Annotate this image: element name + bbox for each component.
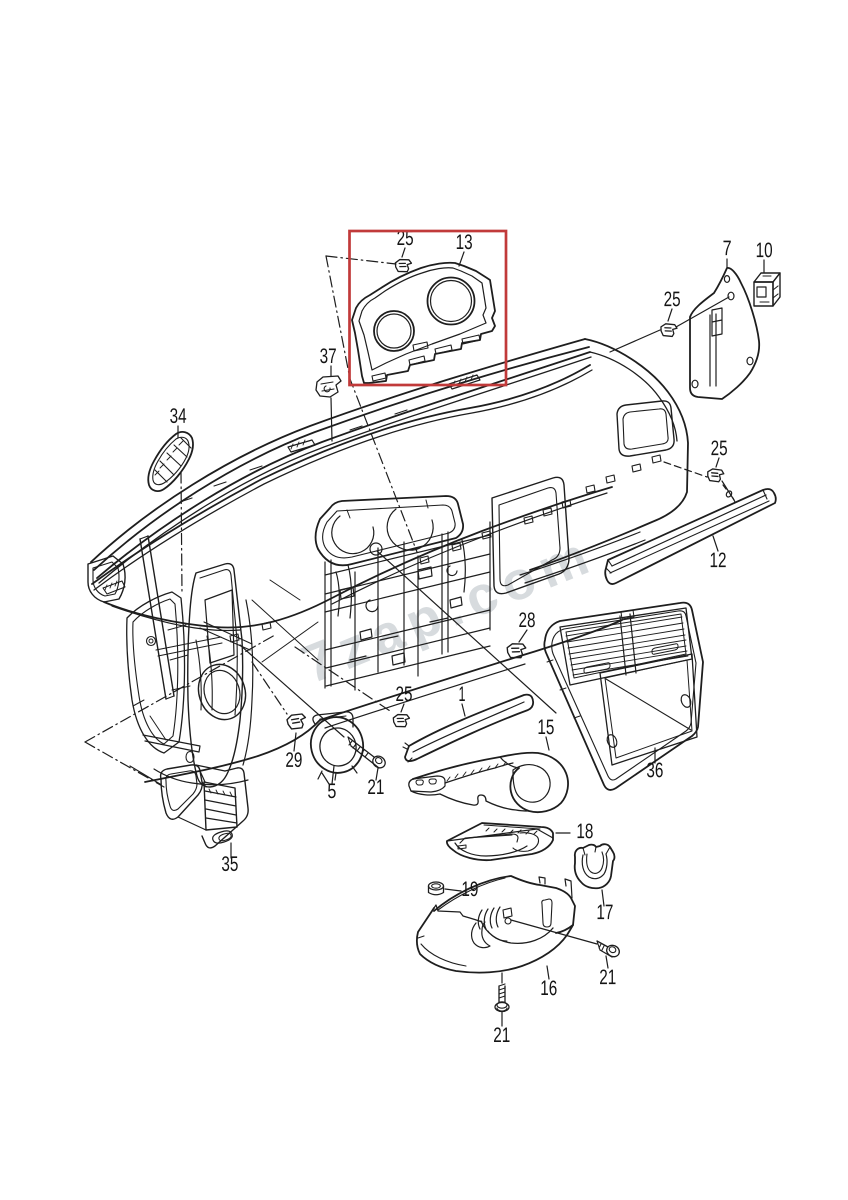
- svg-text:34: 34: [170, 405, 187, 428]
- svg-text:19: 19: [461, 878, 478, 901]
- svg-text:25: 25: [397, 227, 414, 250]
- svg-text:12: 12: [710, 549, 727, 572]
- svg-text:35: 35: [221, 853, 238, 876]
- svg-text:1: 1: [458, 683, 465, 706]
- svg-text:29: 29: [285, 749, 302, 772]
- svg-text:25: 25: [664, 288, 681, 311]
- svg-text:13: 13: [456, 231, 473, 254]
- svg-text:37: 37: [320, 345, 337, 368]
- svg-text:15: 15: [537, 716, 554, 739]
- svg-text:18: 18: [576, 820, 593, 843]
- svg-text:25: 25: [711, 437, 728, 460]
- svg-text:36: 36: [646, 759, 663, 782]
- svg-text:25: 25: [395, 683, 412, 706]
- svg-text:7: 7: [723, 237, 732, 260]
- svg-text:21: 21: [599, 966, 616, 989]
- svg-text:28: 28: [518, 609, 535, 632]
- svg-text:10: 10: [756, 239, 773, 262]
- svg-text:21: 21: [493, 1024, 510, 1047]
- svg-text:5: 5: [327, 780, 336, 803]
- svg-text:21: 21: [367, 776, 384, 799]
- svg-text:16: 16: [540, 977, 557, 1000]
- svg-text:17: 17: [596, 901, 613, 924]
